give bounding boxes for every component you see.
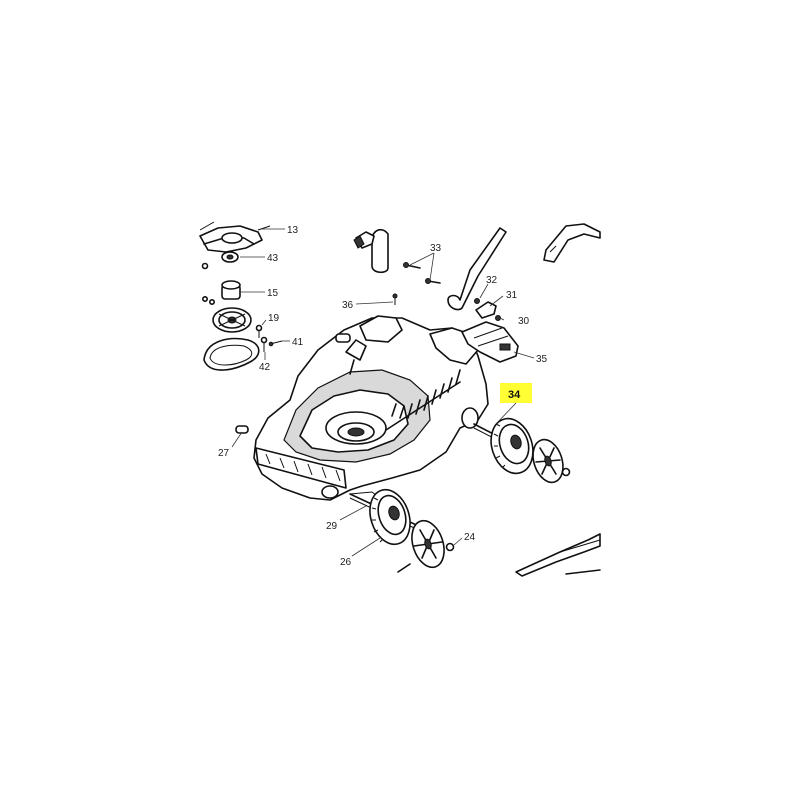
rear-flap-part-35 bbox=[461, 321, 519, 363]
front-wheel-inner bbox=[369, 488, 411, 546]
label-30: 30 bbox=[518, 316, 530, 327]
label-15: 15 bbox=[267, 288, 279, 299]
nut-part-43 bbox=[201, 251, 239, 270]
label-24: 24 bbox=[464, 532, 476, 543]
screw-part-36 bbox=[392, 293, 398, 305]
part-labels: 13 43 15 19 41 42 33 32 31 30 36 35 34 2… bbox=[218, 225, 548, 568]
clipped-part-bottom-left bbox=[397, 563, 411, 573]
bolts-part-33 bbox=[403, 262, 441, 284]
handle-clamp-top-left bbox=[353, 231, 375, 249]
rear-wheel-circlip bbox=[561, 467, 571, 477]
front-wheel-circlip bbox=[445, 542, 455, 552]
blade-bottom-right-clipped bbox=[515, 533, 601, 577]
handle-lock-parts-30-32 bbox=[474, 298, 501, 321]
screws-19-41-42 bbox=[255, 324, 283, 352]
label-34: 34 bbox=[508, 389, 521, 401]
label-29: 29 bbox=[326, 521, 338, 532]
label-26: 26 bbox=[340, 557, 352, 568]
handle-top-right-clipped bbox=[543, 223, 601, 263]
front-wheel-hubcap bbox=[411, 519, 445, 569]
label-43: 43 bbox=[267, 253, 279, 264]
clip-near-deck bbox=[335, 333, 351, 343]
bushing-part-15 bbox=[202, 280, 241, 305]
drive-belt bbox=[203, 337, 260, 371]
lower-handle-bar-right bbox=[447, 227, 507, 311]
label-36: 36 bbox=[342, 300, 354, 311]
leader-lines bbox=[231, 228, 535, 557]
label-33: 33 bbox=[430, 243, 442, 254]
label-19: 19 bbox=[268, 313, 280, 324]
label-31: 31 bbox=[506, 290, 518, 301]
label-27: 27 bbox=[218, 448, 230, 459]
pulley-wheel bbox=[212, 307, 252, 333]
clip-part-27 bbox=[235, 425, 249, 434]
highlight-box-34 bbox=[500, 383, 532, 403]
label-32: 32 bbox=[486, 275, 498, 286]
rear-wheel-inner bbox=[490, 417, 534, 475]
mower-deck-housing bbox=[253, 315, 489, 501]
label-13: 13 bbox=[287, 225, 299, 236]
rear-wheel-hubcap bbox=[532, 438, 564, 484]
label-41: 41 bbox=[292, 337, 304, 348]
lower-handle-bar-left bbox=[371, 228, 389, 274]
label-42: 42 bbox=[259, 362, 271, 373]
motor-pulley-assembly bbox=[199, 221, 271, 253]
label-35: 35 bbox=[536, 354, 548, 365]
